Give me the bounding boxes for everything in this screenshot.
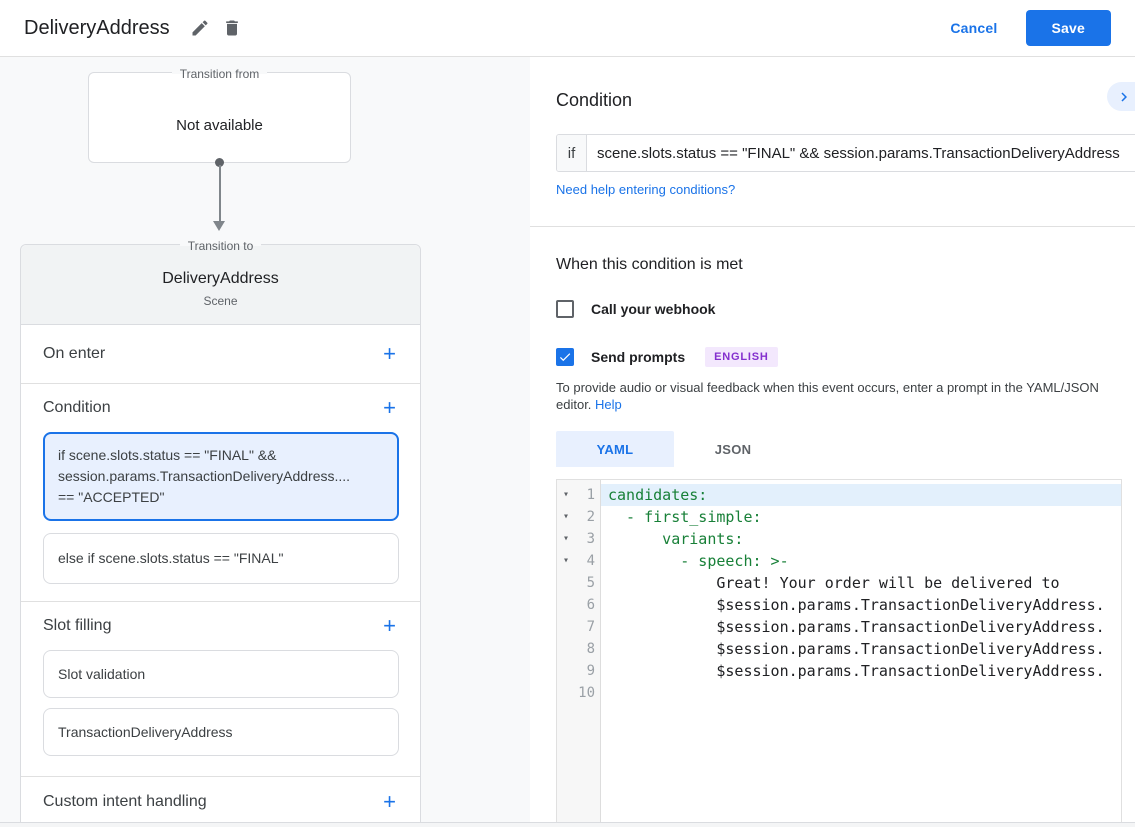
call-webhook-checkbox[interactable] bbox=[556, 300, 574, 318]
scene-diagram-panel: Transition from Not available Transition… bbox=[0, 57, 530, 827]
transition-from-legend: Transition from bbox=[89, 65, 350, 83]
delete-scene-button[interactable] bbox=[216, 12, 248, 44]
panel-divider bbox=[530, 226, 1135, 227]
condition-input-group: if bbox=[556, 134, 1135, 172]
when-condition-heading: When this condition is met bbox=[556, 256, 743, 273]
custom-intent-label: Custom intent handling bbox=[43, 793, 207, 810]
add-condition-button[interactable]: + bbox=[377, 395, 402, 421]
condition-card-else[interactable]: else if scene.slots.status == "FINAL" bbox=[43, 533, 399, 584]
scene-header[interactable]: DeliveryAddress Scene bbox=[21, 245, 420, 325]
custom-intent-section: Custom intent handling + bbox=[21, 777, 420, 827]
fold-toggle-icon[interactable]: ▾ bbox=[562, 489, 570, 500]
condition-expression-input[interactable] bbox=[587, 135, 1135, 171]
scene-type: Scene bbox=[203, 293, 238, 308]
code-line[interactable]: ▾ 4 - speech: >- bbox=[557, 550, 1121, 572]
send-prompts-label: Send prompts bbox=[591, 349, 686, 365]
condition-heading: Condition bbox=[556, 90, 633, 110]
check-icon bbox=[559, 353, 571, 362]
code-line[interactable]: 9 $session.params.TransactionDeliveryAdd… bbox=[586, 662, 1105, 680]
arrow-down-icon bbox=[213, 221, 225, 231]
transition-from-box: Transition from Not available bbox=[88, 67, 351, 163]
connector-line bbox=[218, 165, 221, 222]
pencil-icon bbox=[192, 20, 208, 36]
slot-filling-label: Slot filling bbox=[43, 617, 112, 634]
code-line[interactable]: 8 $session.params.TransactionDeliveryAdd… bbox=[586, 640, 1105, 658]
if-prefix-label: if bbox=[557, 135, 587, 171]
trash-icon bbox=[225, 20, 238, 36]
on-enter-label: On enter bbox=[43, 345, 106, 362]
code-line[interactable]: ▾ 2 - first_simple: bbox=[557, 506, 1121, 528]
chevron-right-icon bbox=[1121, 92, 1127, 101]
prompt-help-link[interactable]: Help bbox=[595, 396, 622, 412]
transition-to-card: Transition to DeliveryAddress Scene On e… bbox=[20, 239, 421, 827]
slot-transaction-card[interactable]: TransactionDeliveryAddress bbox=[43, 708, 399, 756]
tab-yaml[interactable]: YAML bbox=[556, 431, 674, 467]
fold-toggle-icon[interactable]: ▾ bbox=[562, 555, 570, 566]
bottom-boundary bbox=[0, 822, 1135, 827]
code-line[interactable]: 5 Great! Your order will be delivered to bbox=[586, 574, 1060, 592]
call-webhook-label: Call your webhook bbox=[591, 301, 716, 317]
webhook-row: Call your webhook bbox=[556, 300, 1135, 318]
condition-section: Condition + if scene.slots.status == "FI… bbox=[21, 384, 420, 602]
scene-name: DeliveryAddress bbox=[162, 269, 279, 287]
format-tabs: YAML JSON bbox=[556, 431, 1135, 467]
add-custom-intent-button[interactable]: + bbox=[377, 789, 402, 815]
tab-json[interactable]: JSON bbox=[714, 441, 752, 457]
code-line[interactable]: ▾ 3 variants: bbox=[557, 528, 1121, 550]
save-button[interactable]: Save bbox=[1025, 10, 1111, 46]
editor-gutter bbox=[557, 480, 601, 822]
send-prompts-checkbox[interactable] bbox=[556, 348, 574, 366]
connector-dot bbox=[215, 158, 224, 167]
on-enter-section: On enter + bbox=[21, 325, 420, 384]
condition-editor-panel: Condition if Need help entering conditio… bbox=[530, 57, 1135, 827]
condition-card-selected[interactable]: if scene.slots.status == "FINAL" && sess… bbox=[43, 432, 399, 521]
transition-from-value: Not available bbox=[176, 117, 263, 134]
condition-help-link[interactable]: Need help entering conditions? bbox=[556, 182, 736, 197]
page-title: DeliveryAddress bbox=[24, 16, 170, 39]
yaml-code-editor[interactable]: ▾ 1 candidates: ▾ 2 - first_simple: ▾ 3 … bbox=[556, 479, 1122, 823]
add-on-enter-button[interactable]: + bbox=[377, 341, 402, 367]
edit-scene-button[interactable] bbox=[184, 12, 216, 44]
send-prompts-row: Send prompts ENGLISH bbox=[556, 347, 1135, 367]
code-line[interactable]: 7 $session.params.TransactionDeliveryAdd… bbox=[586, 618, 1105, 636]
fold-toggle-icon[interactable]: ▾ bbox=[562, 533, 570, 544]
code-line[interactable]: 6 $session.params.TransactionDeliveryAdd… bbox=[586, 596, 1105, 614]
add-slot-button[interactable]: + bbox=[377, 613, 402, 639]
prompt-note: To provide audio or visual feedback when… bbox=[556, 380, 1099, 412]
cancel-button[interactable]: Cancel bbox=[950, 20, 998, 36]
condition-section-label: Condition bbox=[43, 399, 111, 416]
top-bar: DeliveryAddress Cancel Save bbox=[0, 0, 1135, 57]
transition-to-legend: Transition to bbox=[21, 237, 420, 255]
language-badge: ENGLISH bbox=[705, 347, 778, 367]
slot-validation-card[interactable]: Slot validation bbox=[43, 650, 399, 698]
fold-toggle-icon[interactable]: ▾ bbox=[562, 511, 570, 522]
code-line[interactable]: 10 bbox=[578, 685, 595, 701]
collapse-panel-button[interactable] bbox=[1107, 82, 1135, 111]
code-line[interactable]: ▾ 1 candidates: bbox=[557, 484, 1121, 506]
slot-filling-section: Slot filling + Slot validation Transacti… bbox=[21, 602, 420, 777]
